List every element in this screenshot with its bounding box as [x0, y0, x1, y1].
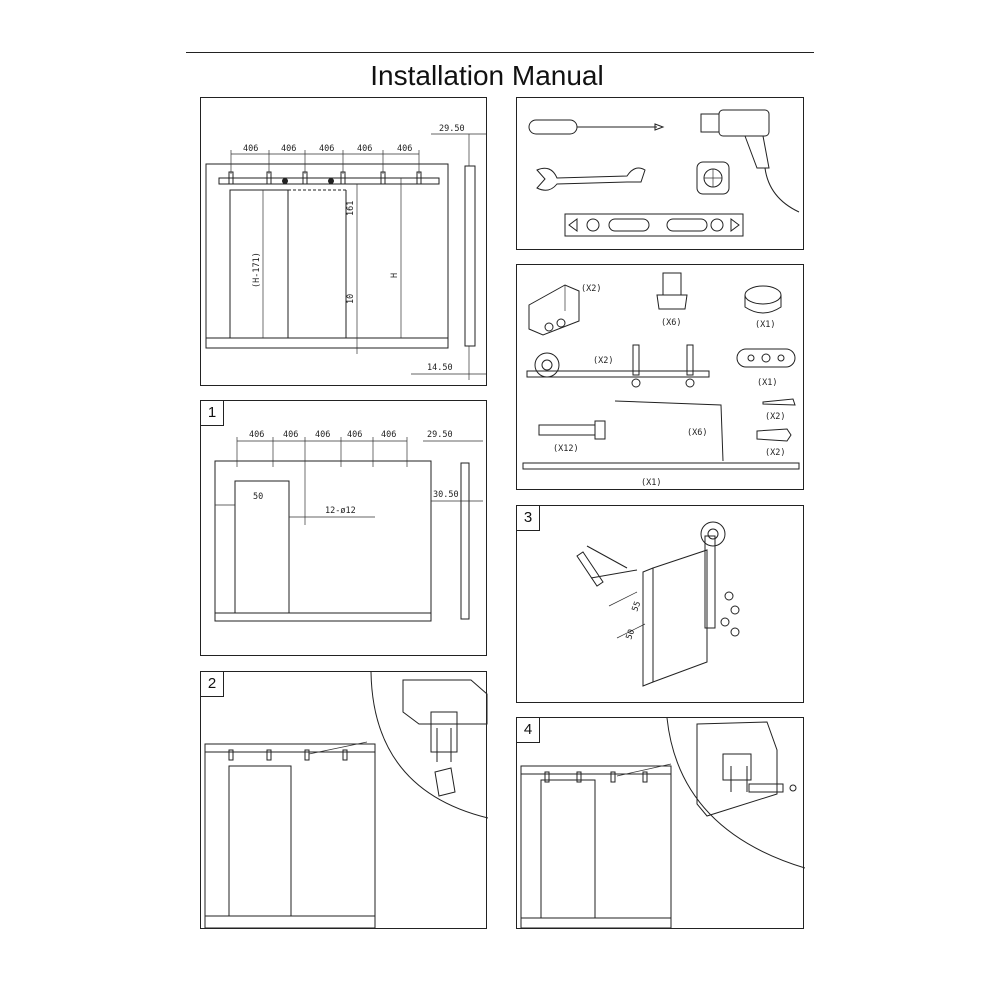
- bracket-part-icon: [528, 284, 580, 336]
- hex-key-part-icon: [614, 400, 724, 462]
- step1-number: 1: [201, 401, 224, 426]
- dim-door-height: (H-171): [252, 252, 262, 288]
- dim-top-offset: 29.50: [439, 124, 465, 134]
- anchor-qty: (X2): [765, 448, 785, 458]
- dim-rail-height: H: [390, 273, 400, 278]
- step1-spacing-4: 406: [347, 430, 362, 440]
- step1-spacing-5: 406: [381, 430, 396, 440]
- step1-spacing-1: 406: [249, 430, 264, 440]
- tools-panel: [516, 97, 804, 250]
- stopper-part-icon: [744, 285, 782, 314]
- header-rule: [186, 52, 814, 53]
- guide-qty: (X1): [757, 378, 777, 388]
- dim-spacing-5: 406: [397, 144, 412, 154]
- anchor-part-icon: [756, 428, 792, 442]
- step1-door-offset: 50: [253, 492, 263, 502]
- step4-panel: 4: [516, 717, 805, 929]
- bolt-part-icon: [538, 420, 606, 440]
- stopper-qty: (X1): [755, 320, 775, 330]
- step1-panel: 1 406 406 406 406 406 29.50 30.50 50 12-…: [200, 400, 487, 656]
- tape-measure-icon: [696, 161, 730, 195]
- step1-spacing-2: 406: [283, 430, 298, 440]
- dim-spacing-1: 406: [243, 144, 258, 154]
- step1-drawing: 406 406 406 406 406 29.50 30.50 50 12-ø1…: [214, 430, 483, 622]
- step3-dim-a: 55: [630, 600, 643, 613]
- screw-qty: (X2): [765, 412, 785, 422]
- dim-spacing-2: 406: [281, 144, 296, 154]
- dim-gap-top: 161: [346, 201, 356, 216]
- spirit-level-icon: [564, 213, 744, 237]
- step1-side-offset: 30.50: [433, 490, 459, 500]
- dim-spacing-4: 406: [357, 144, 372, 154]
- screw-part-icon: [762, 398, 796, 406]
- rail-part-icon: [522, 462, 800, 470]
- spacer-part-icon: [656, 272, 688, 310]
- step2-panel: 2: [200, 671, 488, 929]
- step3-number: 3: [517, 506, 540, 531]
- hanger-part-icon: [526, 344, 710, 388]
- floor-guide-part-icon: [736, 348, 796, 368]
- rail-qty: (X1): [641, 478, 661, 488]
- step3-dim-b: 50: [624, 628, 637, 641]
- parts-panel: (X2) (X6) (X1) (X2) (X1) (X2): [516, 264, 804, 490]
- wrench-icon: [536, 167, 646, 191]
- screwdriver-icon: [528, 119, 665, 135]
- step3-drawing: 55 50: [576, 521, 740, 687]
- dim-bottom-offset: 14.50: [427, 363, 453, 373]
- step1-top-offset: 29.50: [427, 430, 453, 440]
- spacer-qty: (X6): [661, 318, 681, 328]
- dimensions-drawing: 406 406 406 406 406 29.50 14.50 (H-171) …: [205, 124, 486, 380]
- step2-drawing: [204, 672, 488, 929]
- step1-holes: 12-ø12: [325, 506, 356, 516]
- step3-panel: 3 55 50: [516, 505, 804, 703]
- bracket-qty: (X2): [581, 284, 601, 294]
- parts-drawing: (X2) (X6) (X1) (X2) (X1) (X2): [522, 272, 800, 488]
- dimensions-panel: 406 406 406 406 406 29.50 14.50 (H-171) …: [200, 97, 487, 386]
- bolt-qty: (X12): [553, 444, 579, 454]
- dim-spacing-3: 406: [319, 144, 334, 154]
- drill-icon: [700, 109, 800, 213]
- step1-spacing-3: 406: [315, 430, 330, 440]
- page-title: Installation Manual: [370, 60, 604, 91]
- tools-drawing: [528, 109, 800, 237]
- step4-drawing: [520, 718, 805, 929]
- hex-key-qty: (X6): [687, 428, 707, 438]
- hanger-qty: (X2): [593, 356, 613, 366]
- dim-gap-bottom: 10: [346, 294, 356, 304]
- step2-number: 2: [201, 672, 224, 697]
- step4-number: 4: [517, 718, 540, 743]
